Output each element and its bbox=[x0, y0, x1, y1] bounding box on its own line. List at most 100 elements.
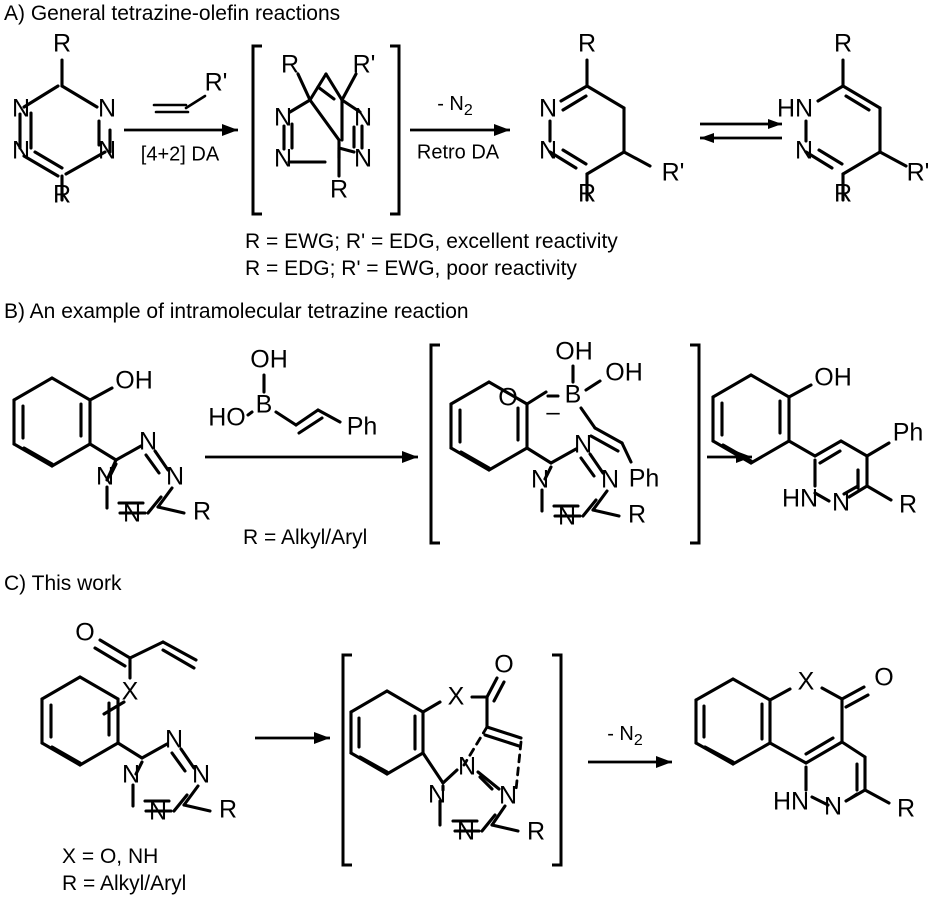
atom-label-r: R bbox=[53, 181, 71, 209]
atom-label-x: X bbox=[122, 678, 139, 706]
atom-label-n: N bbox=[539, 95, 557, 123]
panel-b-note-line-1: R = Alkyl/Aryl bbox=[243, 526, 368, 549]
atom-label-r: R bbox=[578, 180, 596, 208]
reaction-arrow-a-forward: R' [4+2] DA bbox=[124, 69, 238, 165]
condition-minus-n2-c: - N2 bbox=[607, 723, 643, 749]
atom-label-rprime: R' bbox=[907, 159, 928, 187]
atom-label-r: R bbox=[897, 795, 915, 823]
atom-label-r: R bbox=[628, 501, 646, 529]
panel-b-notes: R = Alkyl/Aryl bbox=[243, 524, 367, 551]
atom-label-ph: Ph bbox=[347, 413, 378, 441]
panel-c-notes: X = O, NH R = Alkyl/Aryl bbox=[62, 843, 186, 897]
atom-label-r: R bbox=[899, 491, 917, 519]
atom-label-n: N bbox=[795, 137, 813, 165]
condition-retro-da: Retro DA bbox=[417, 141, 500, 163]
panel-c-note-line-2: R = Alkyl/Aryl bbox=[62, 872, 187, 895]
atom-label-b: B bbox=[256, 391, 273, 419]
atom-label-n: N bbox=[458, 753, 476, 781]
structure-bicyclic-intermediate-c: X O N N bbox=[341, 651, 563, 867]
atom-label-n: N bbox=[428, 781, 446, 809]
atom-label-n: N bbox=[601, 466, 619, 494]
structure-dihydropyridazine-a: N N R R R' bbox=[539, 30, 684, 208]
atom-label-x: X bbox=[798, 668, 815, 696]
atom-label-r: R bbox=[193, 498, 211, 526]
atom-label-r: R bbox=[219, 796, 237, 824]
structure-boronate-intermediate-b: O O B – OH OH Ph N bbox=[429, 338, 701, 545]
atom-label-n: N bbox=[354, 145, 372, 173]
reaction-arrow-c-retro: - N2 bbox=[588, 723, 672, 768]
atom-label-n: N bbox=[166, 463, 184, 491]
atom-label-hn: HN bbox=[777, 95, 813, 123]
atom-label-n: N bbox=[122, 761, 140, 789]
atom-label-ph: Ph bbox=[893, 419, 924, 447]
panel-a-note-line-1: R = EWG; R' = EDG, excellent reactivity bbox=[245, 230, 618, 253]
panel-c-title: C) This work bbox=[4, 572, 122, 595]
atom-label-r: R bbox=[834, 180, 852, 208]
structure-bicyclic-intermediate-a: N N N N R R' R bbox=[251, 44, 401, 216]
atom-label-n: N bbox=[165, 726, 183, 754]
atom-label-o: O bbox=[874, 664, 893, 692]
atom-label-x: X bbox=[448, 683, 465, 711]
atom-label-n: N bbox=[574, 431, 592, 459]
boron-negative-charge: – bbox=[546, 399, 560, 426]
structure-dihydropyridazine-tautomer-a: HN N R R R' bbox=[777, 30, 928, 208]
atom-label-o: O bbox=[494, 651, 513, 679]
atom-label-oh: OH bbox=[115, 367, 153, 395]
atom-label-r: R bbox=[527, 818, 545, 846]
atom-label-n: N bbox=[531, 466, 549, 494]
panel-a-title: A) General tetrazine-olefin reactions bbox=[4, 2, 341, 25]
atom-label-n: N bbox=[12, 137, 30, 165]
atom-label-n: N bbox=[539, 137, 557, 165]
atom-label-n: N bbox=[824, 793, 842, 821]
atom-label-rprime: R' bbox=[353, 51, 376, 79]
atom-label-r: R bbox=[281, 51, 299, 79]
atom-label-n: N bbox=[98, 137, 116, 165]
panel-a-note-line-2: R = EDG; R' = EWG, poor reactivity bbox=[245, 257, 577, 280]
atom-label-hn: HN bbox=[782, 485, 818, 513]
atom-label-n: N bbox=[96, 463, 114, 491]
atom-label-oh: OH bbox=[605, 359, 643, 387]
atom-label-n: N bbox=[457, 818, 475, 846]
reaction-arrow-a-retro: - N2 Retro DA bbox=[410, 93, 510, 163]
equilibrium-arrows-a bbox=[700, 119, 782, 143]
panel-a-notes: R = EWG; R' = EDG, excellent reactivity … bbox=[245, 228, 618, 282]
structure-acryloyl-aryl-tetrazine-c: O X bbox=[40, 619, 237, 826]
panel-b-title: B) An example of intramolecular tetrazin… bbox=[4, 300, 469, 323]
structure-tricyclic-product-c: X O R HN N bbox=[694, 664, 915, 823]
atom-label-ho: HO bbox=[208, 404, 246, 432]
atom-label-n: N bbox=[12, 95, 30, 123]
atom-label-n: N bbox=[274, 145, 292, 173]
atom-label-n: N bbox=[274, 104, 292, 132]
atom-label-n: N bbox=[558, 503, 576, 531]
structure-tetrazine-a: N N N N R R bbox=[12, 30, 116, 209]
atom-label-r: R bbox=[330, 176, 348, 204]
atom-label-r: R bbox=[578, 30, 596, 58]
atom-label-n: N bbox=[832, 489, 850, 517]
olefin-rprime-label: R' bbox=[205, 69, 228, 97]
structure-hydroxyphenyl-tetrazine-b: OH N N N N R bbox=[12, 367, 211, 528]
reaction-arrow-c-forward bbox=[255, 732, 330, 744]
atom-label-o-anion: O bbox=[498, 384, 517, 412]
atom-label-oh: OH bbox=[555, 338, 593, 366]
atom-label-oh: OH bbox=[814, 364, 852, 392]
atom-label-n: N bbox=[139, 428, 157, 456]
atom-label-n: N bbox=[354, 104, 372, 132]
atom-label-r: R bbox=[834, 30, 852, 58]
atom-label-r: R bbox=[53, 30, 71, 58]
atom-label-o: O bbox=[75, 619, 94, 647]
condition-minus-n2: - N2 bbox=[437, 93, 473, 119]
atom-label-ph: Ph bbox=[629, 465, 660, 493]
condition-4plus2-da: [4+2] DA bbox=[141, 143, 220, 165]
atom-label-n: N bbox=[123, 500, 141, 528]
atom-label-b: B bbox=[565, 381, 582, 409]
atom-label-rprime: R' bbox=[662, 159, 685, 187]
panel-c-note-line-1: X = O, NH bbox=[62, 845, 159, 868]
atom-label-n: N bbox=[192, 761, 210, 789]
atom-label-oh: OH bbox=[250, 346, 288, 374]
structure-dihydropyridazine-product-b: OH Ph R HN N bbox=[711, 364, 924, 519]
atom-label-n: N bbox=[149, 798, 167, 826]
atom-label-hn: HN bbox=[773, 788, 809, 816]
atom-label-n: N bbox=[98, 95, 116, 123]
